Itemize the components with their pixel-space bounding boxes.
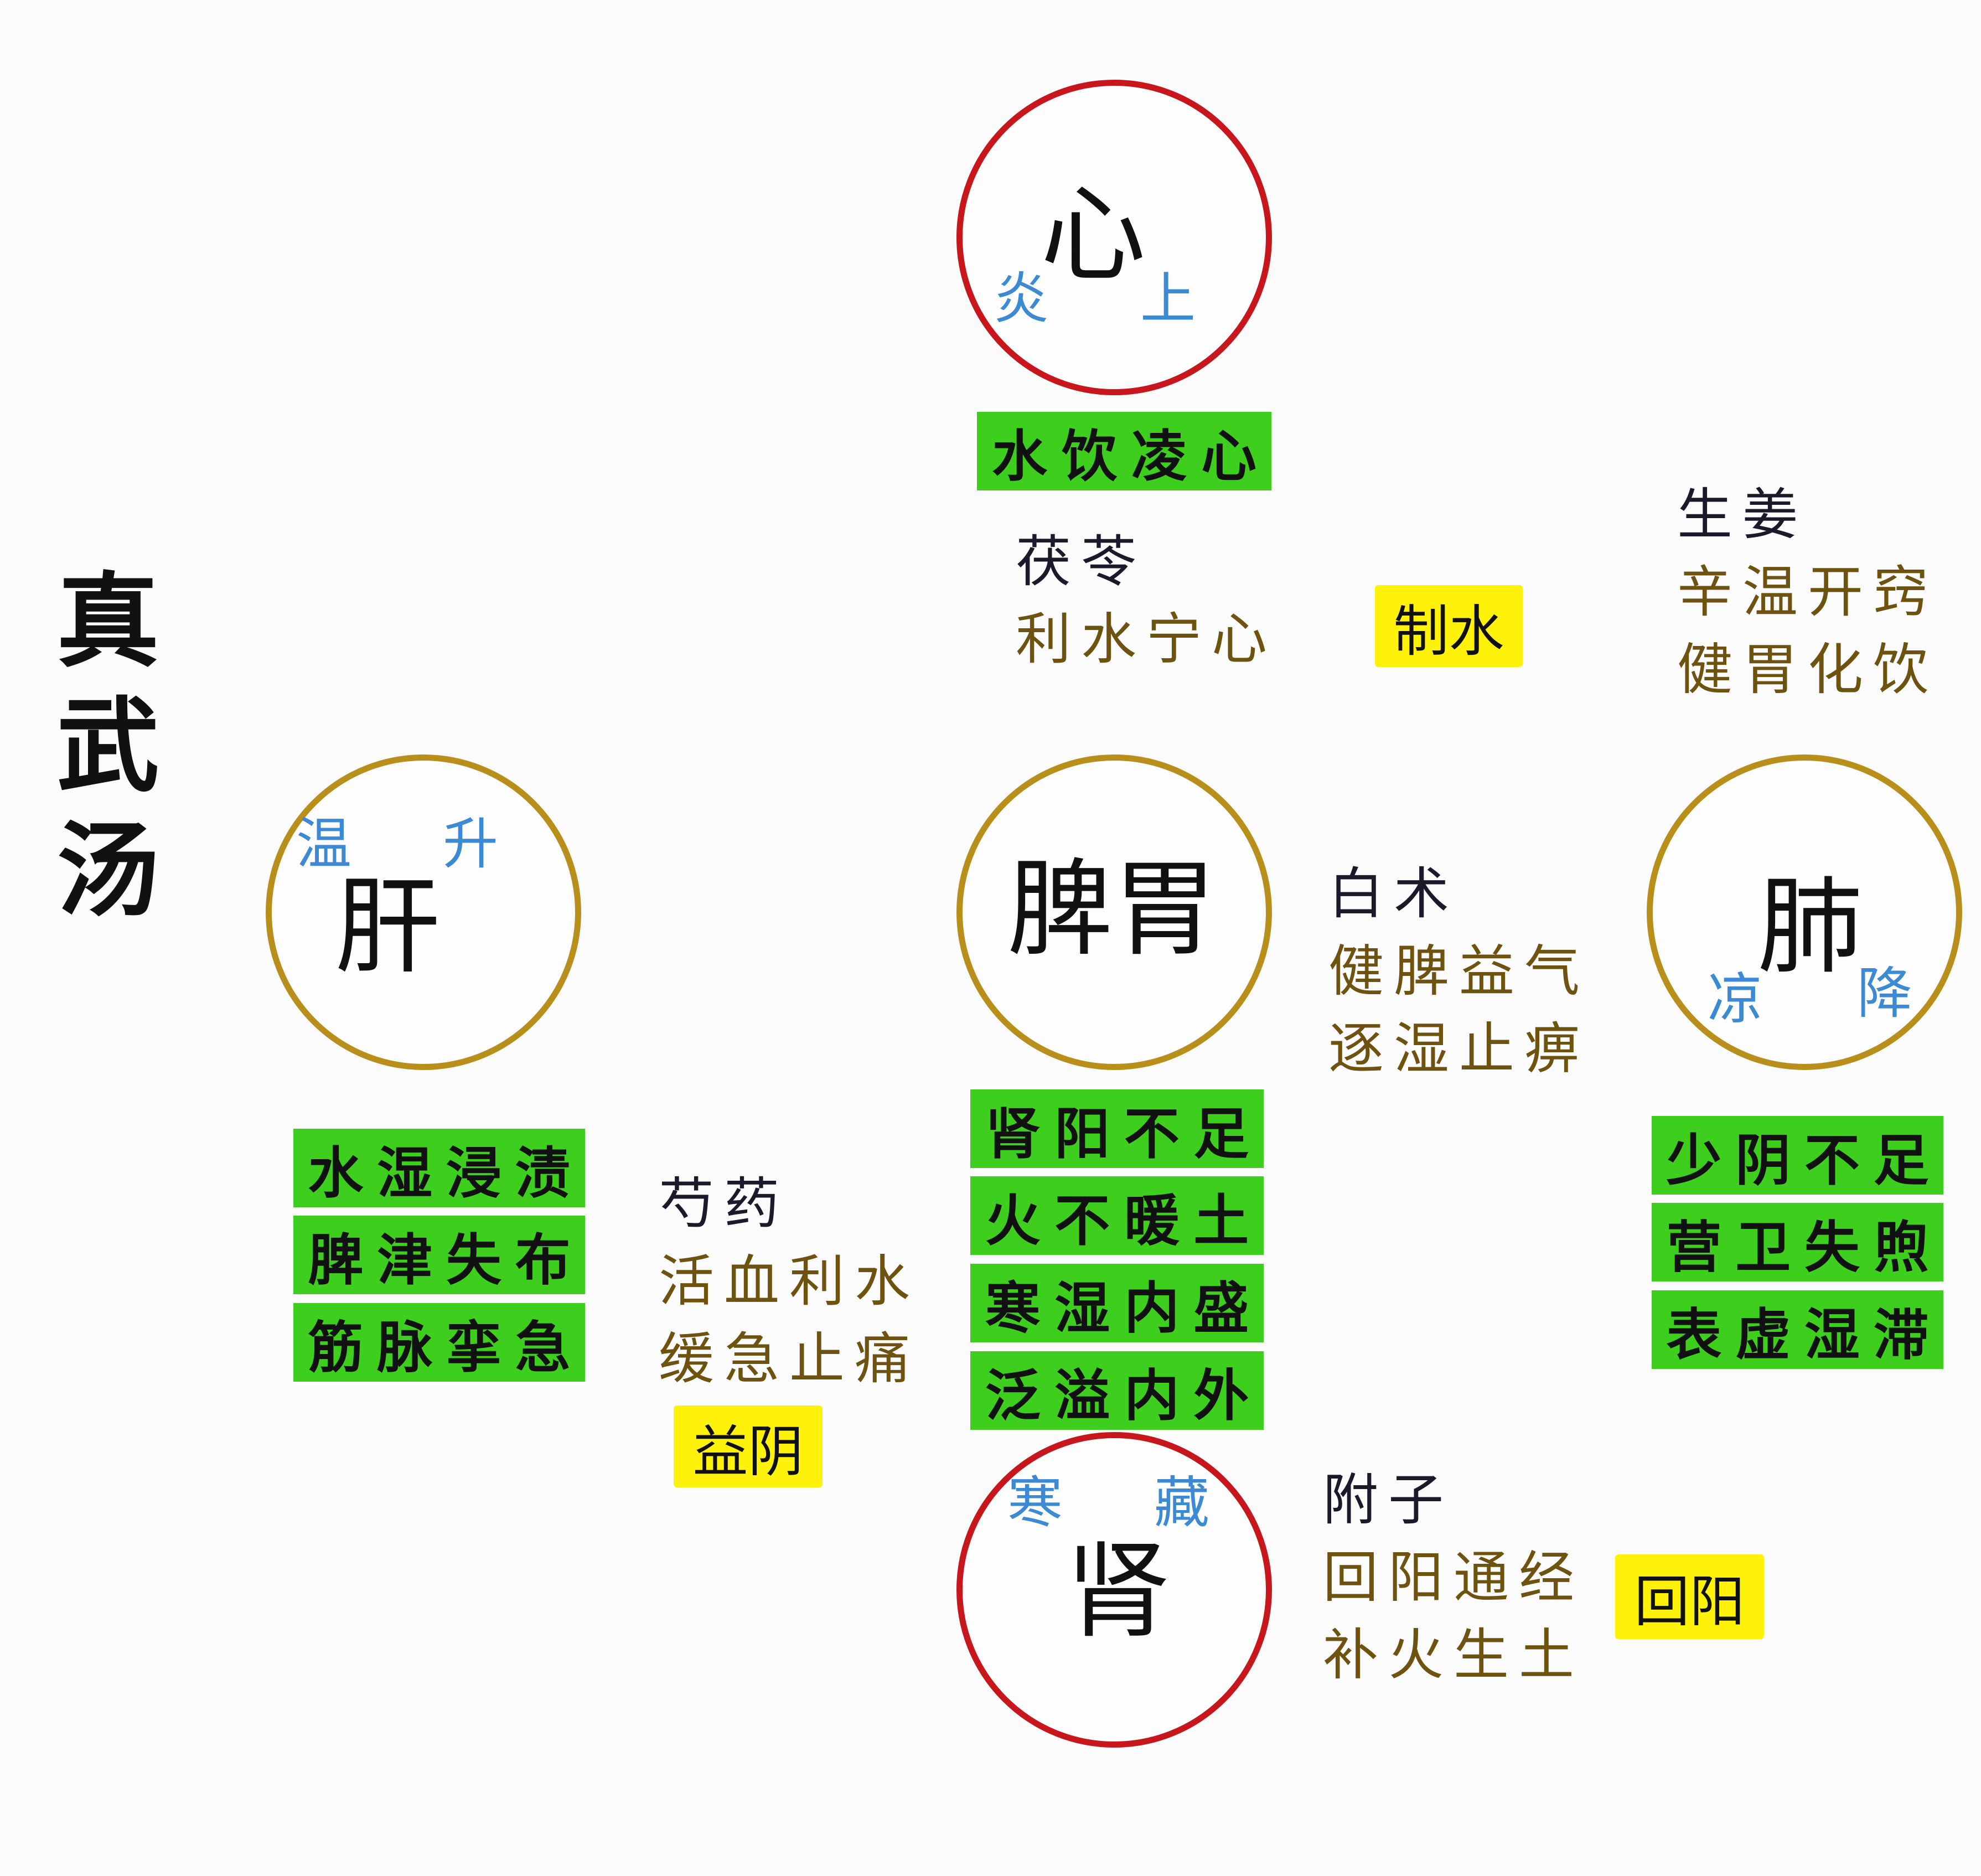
box-char: 溢 — [1054, 1362, 1110, 1428]
box-char: 不 — [1124, 1100, 1180, 1166]
herb-effect: 健脾益气 — [1328, 939, 1590, 1004]
box-char: 挛 — [446, 1314, 501, 1380]
herb-tag-yiyin: 益阴 — [674, 1405, 823, 1487]
herb-name: 白术 — [1328, 861, 1459, 926]
herb-fuling: 茯苓 利水宁心 — [1016, 523, 1277, 678]
herb-tag-zhishui: 制水 — [1375, 585, 1523, 667]
lung-label: 肺 — [1757, 866, 1863, 988]
lung-pathology-box: 营卫失煦 — [1652, 1203, 1943, 1281]
heart-label: 心 — [1041, 174, 1146, 296]
lung-circle — [1647, 754, 1962, 1070]
herb-effect: 利水宁心 — [1016, 607, 1277, 671]
spleen-stomach-circle — [956, 754, 1272, 1070]
center-pathology-box: 泛溢内外 — [970, 1351, 1264, 1430]
herb-baizhu: 白术 健脾益气 逐湿止痹 — [1328, 855, 1590, 1088]
liver-tag-wen: 温 — [296, 812, 351, 876]
box-char: 渍 — [515, 1140, 571, 1206]
herb-effect: 缓急止痛 — [659, 1326, 920, 1391]
box-char: 津 — [377, 1227, 433, 1293]
center-pathology-box: 肾阳不足 — [970, 1089, 1264, 1168]
box-char: 湿 — [1804, 1301, 1860, 1367]
box-char: 心 — [1201, 423, 1256, 489]
lung-tag-liang: 凉 — [1708, 967, 1763, 1031]
box-char: 少 — [1666, 1127, 1722, 1193]
box-char: 急 — [515, 1314, 571, 1380]
herb-name: 生姜 — [1677, 482, 1808, 547]
liver-tag-sheng: 升 — [443, 812, 498, 876]
box-char: 内 — [1124, 1362, 1180, 1428]
heart-tag-yan: 炎 — [994, 266, 1049, 331]
box-char: 滞 — [1873, 1301, 1929, 1367]
lung-tag-jiang: 降 — [1857, 961, 1912, 1026]
herb-effect: 逐湿止痹 — [1328, 1016, 1590, 1081]
box-char: 筋 — [308, 1314, 364, 1380]
box-char: 煦 — [1873, 1214, 1929, 1280]
liver-circle — [266, 754, 581, 1070]
box-char: 阴 — [1735, 1127, 1791, 1193]
herb-effect: 辛温开窍 — [1677, 560, 1938, 624]
kidney-label: 肾 — [1066, 1530, 1171, 1652]
box-char: 营 — [1666, 1214, 1722, 1280]
heart-tag-shang: 上 — [1140, 266, 1196, 331]
box-char: 阳 — [1054, 1100, 1110, 1166]
herb-effect: 补火生土 — [1323, 1622, 1584, 1687]
box-char: 不 — [1804, 1127, 1860, 1193]
lung-pathology-box: 表虚湿滞 — [1652, 1290, 1943, 1369]
liver-pathology-box: 筋脉挛急 — [293, 1303, 585, 1382]
herb-shengjiang: 生姜 辛温开窍 健胃化饮 — [1677, 476, 1938, 709]
herb-tag-huiyang: 回阳 — [1615, 1554, 1764, 1639]
box-char: 盛 — [1193, 1275, 1249, 1341]
liver-pathology-box: 脾津失布 — [293, 1216, 585, 1294]
box-char: 失 — [1804, 1214, 1860, 1280]
box-char: 外 — [1193, 1362, 1249, 1428]
herb-name: 芍药 — [659, 1171, 789, 1236]
herb-effect: 回阳通经 — [1323, 1545, 1584, 1610]
title-char: 真 — [56, 561, 159, 681]
kidney-tag-cang: 藏 — [1154, 1470, 1209, 1535]
kidney-circle — [956, 1432, 1272, 1748]
lung-pathology-box: 少阴不足 — [1652, 1116, 1943, 1195]
box-char: 土 — [1193, 1187, 1249, 1253]
heart-pathology-box: 水饮凌心 — [977, 412, 1271, 490]
box-char: 虚 — [1735, 1301, 1791, 1367]
title-char: 汤 — [56, 810, 159, 931]
box-char: 泛 — [985, 1362, 1041, 1428]
box-char: 不 — [1054, 1187, 1110, 1253]
kidney-tag-han: 寒 — [1007, 1470, 1063, 1535]
box-char: 表 — [1666, 1301, 1722, 1367]
box-char: 饮 — [1062, 423, 1117, 489]
box-char: 湿 — [377, 1140, 433, 1206]
center-pathology-box: 火不暖土 — [970, 1176, 1264, 1255]
box-char: 内 — [1124, 1275, 1180, 1341]
center-pathology-box: 寒湿内盛 — [970, 1264, 1264, 1342]
liver-pathology-box: 水湿浸渍 — [293, 1129, 585, 1207]
herb-effect: 活血利水 — [659, 1249, 920, 1314]
spleen-stomach-label: 脾胃 — [1007, 848, 1218, 970]
herb-fuzi: 附子 回阳通经 补火生土 — [1323, 1461, 1584, 1694]
box-char: 凌 — [1131, 423, 1187, 489]
herb-shaoyao: 芍药 活血利水 缓急止痛 — [659, 1165, 920, 1398]
herb-name: 茯苓 — [1016, 529, 1146, 594]
herb-effect: 健胃化饮 — [1677, 637, 1938, 702]
box-char: 脾 — [308, 1227, 364, 1293]
formula-title: 真 武 汤 — [53, 559, 163, 933]
box-char: 火 — [985, 1187, 1041, 1253]
box-char: 布 — [515, 1227, 571, 1293]
herb-name: 附子 — [1323, 1467, 1454, 1532]
liver-label: 肝 — [335, 866, 441, 988]
box-char: 卫 — [1735, 1214, 1791, 1280]
heart-circle — [956, 80, 1272, 395]
box-char: 暖 — [1124, 1187, 1180, 1253]
box-char: 肾 — [985, 1100, 1041, 1166]
title-char: 武 — [56, 685, 159, 806]
box-char: 浸 — [446, 1140, 501, 1206]
box-char: 湿 — [1054, 1275, 1110, 1341]
box-char: 失 — [446, 1227, 501, 1293]
box-char: 寒 — [985, 1275, 1041, 1341]
box-char: 足 — [1193, 1100, 1249, 1166]
box-char: 脉 — [377, 1314, 433, 1380]
box-char: 足 — [1873, 1127, 1929, 1193]
box-char: 水 — [308, 1140, 364, 1206]
box-char: 水 — [992, 423, 1047, 489]
